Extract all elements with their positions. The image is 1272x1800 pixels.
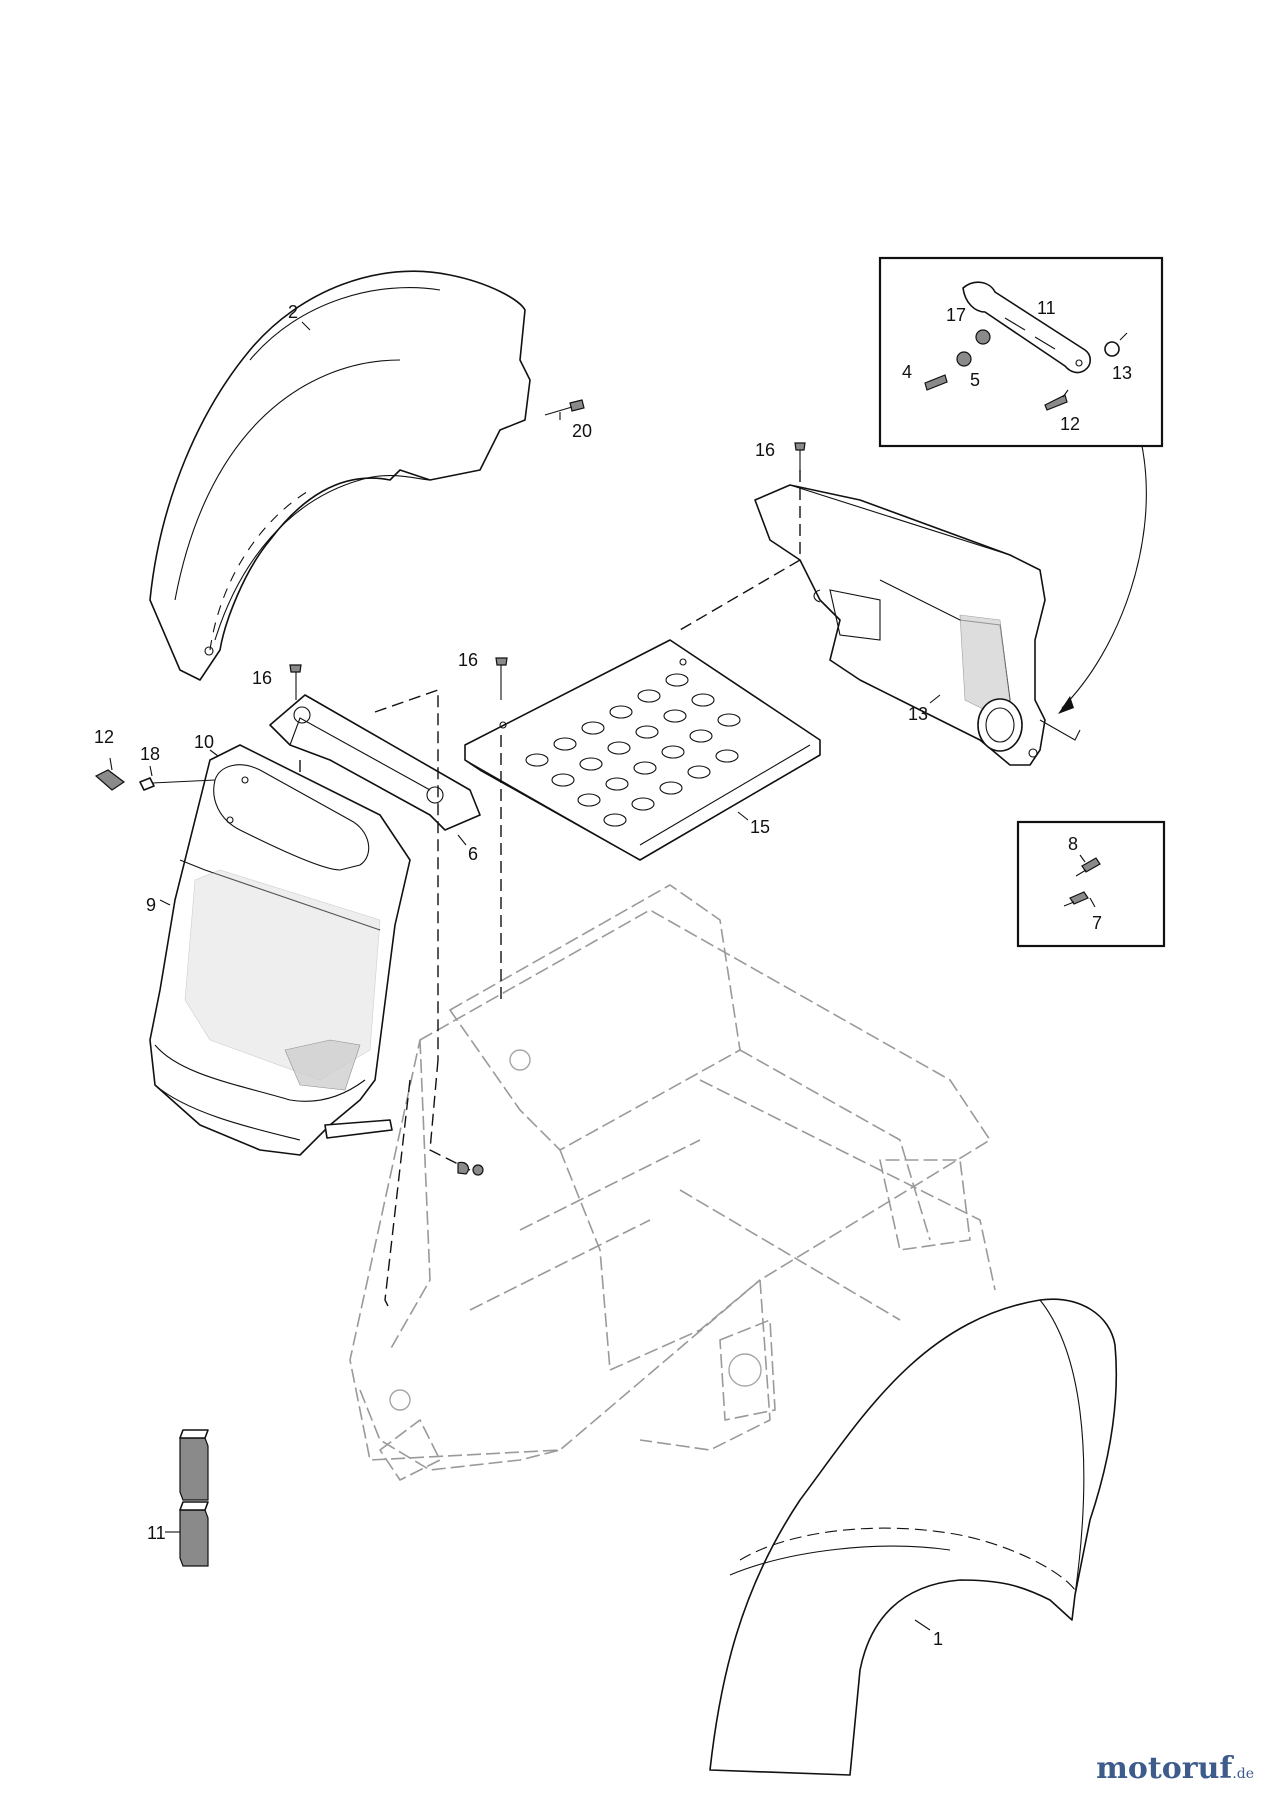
grille-dash-leaders [384,1059,484,1311]
part-9-grille-housing [149,744,411,1156]
part-6-bracket [269,694,481,831]
callout-16-plate: 16 [458,650,478,670]
callout-16-bracket: 16 [252,668,272,688]
label-15: 15 [737,811,770,837]
callout-11-strip: 11 [147,1523,166,1543]
callout-13-inset: 13 [1112,363,1132,383]
part-15-plate [464,639,821,861]
part-18-pin: 18 [139,744,216,791]
plate-slots [525,673,741,827]
callout-8: 8 [1068,834,1078,854]
part-2-rear-fender [149,270,531,681]
callout-1: 1 [933,1629,943,1649]
chassis-frame [349,884,996,1481]
callout-7: 7 [1092,913,1102,933]
part-11-foam-strip: 11 [147,1429,209,1567]
callout-5: 5 [970,370,980,390]
part-13-rear-panel [754,484,1081,766]
callout-4: 4 [902,362,912,382]
inset-arrow [1058,445,1147,714]
watermark-name: motoruf [1096,1751,1233,1786]
callout-16-rear: 16 [755,440,775,460]
label-10: 10 [194,732,219,757]
part-16-bolt-plate: 16 [458,650,508,1000]
part-12-knob-left: 12 [94,727,126,791]
callout-10: 10 [194,732,214,752]
watermark-suffix: .de [1232,1766,1254,1782]
callout-20: 20 [572,421,592,441]
part-20-screw: 20 [544,399,592,441]
label-2: 2 [288,302,311,331]
label-6: 6 [457,834,478,864]
callout-17: 17 [946,305,966,325]
label-13-panel: 13 [908,694,941,724]
inset-labels: 11 17 4 5 13 12 [902,298,1132,434]
callout-2: 2 [288,302,298,322]
callout-12-left: 12 [94,727,114,747]
label-9: 9 [146,895,171,915]
watermark-logo: motoruf.de [1096,1751,1254,1786]
callout-15: 15 [750,817,770,837]
callout-13-panel: 13 [908,704,928,724]
callout-11-inset: 11 [1037,298,1056,318]
callout-12-inset: 12 [1060,414,1080,434]
part-1-front-fender: 1 [709,1298,1118,1776]
callout-18: 18 [140,744,160,764]
inset-box-fasteners [878,256,1164,448]
part-16-bolt-rear: 16 [679,440,806,631]
callout-9: 9 [146,895,156,915]
inset-box-rivets: 8 7 [1016,820,1166,948]
callout-6: 6 [468,844,478,864]
part-16-bolt-bracket: 16 [252,664,439,1060]
